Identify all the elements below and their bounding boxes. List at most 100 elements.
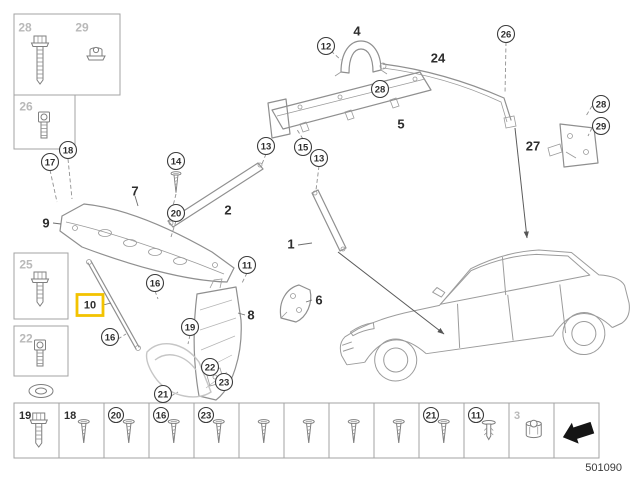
callout-29[interactable]: 29 xyxy=(591,116,611,136)
callout-11[interactable]: 11 xyxy=(237,255,257,275)
hardware-box-26 xyxy=(13,94,76,150)
callout-29: 29 xyxy=(75,21,89,35)
callout-4[interactable]: 4 xyxy=(353,24,361,39)
callout-16[interactable]: 16 xyxy=(100,327,120,347)
svg-text:27: 27 xyxy=(526,139,540,154)
svg-text:23: 23 xyxy=(219,378,230,389)
svg-text:20: 20 xyxy=(111,410,122,421)
svg-text:26: 26 xyxy=(19,100,33,114)
svg-text:25: 25 xyxy=(19,258,33,272)
hardware-box-25 xyxy=(13,252,69,320)
svg-text:3: 3 xyxy=(514,410,520,422)
callout-9[interactable]: 9 xyxy=(42,216,49,231)
callout-12[interactable]: 12 xyxy=(316,36,336,56)
direction-arrow-icon xyxy=(559,417,596,448)
svg-text:16: 16 xyxy=(105,333,116,344)
screw-icon xyxy=(257,419,270,444)
rivet-icon xyxy=(481,420,496,440)
strip-cell-direction-arrow xyxy=(553,403,596,458)
screw-14-icon xyxy=(170,171,182,194)
callout-24[interactable]: 24 xyxy=(431,51,446,66)
callout-28[interactable]: 28 xyxy=(370,79,390,99)
svg-text:23: 23 xyxy=(201,410,212,421)
callout-13[interactable]: 13 xyxy=(309,148,329,168)
washer-icon xyxy=(28,384,54,398)
callout-23[interactable]: 23 xyxy=(214,372,234,392)
callout-10[interactable]: 10 xyxy=(75,293,105,317)
svg-text:28: 28 xyxy=(375,85,386,96)
svg-text:22: 22 xyxy=(205,363,216,374)
svg-text:28: 28 xyxy=(18,21,32,35)
svg-text:13: 13 xyxy=(314,154,325,165)
svg-text:17: 17 xyxy=(45,158,56,169)
prop-rod-part10 xyxy=(86,259,141,351)
callout-27[interactable]: 27 xyxy=(526,139,540,154)
callout-13[interactable]: 13 xyxy=(256,136,276,156)
callout-17[interactable]: 17 xyxy=(40,152,60,172)
strip-cell-20[interactable]: 20 xyxy=(103,403,135,458)
screw-icon xyxy=(122,419,135,444)
callout-6[interactable]: 6 xyxy=(315,293,322,308)
bracket-part27 xyxy=(547,123,599,168)
svg-text:21: 21 xyxy=(158,390,169,401)
svg-text:26: 26 xyxy=(501,30,512,41)
strut-part1 xyxy=(311,189,347,252)
bottom-strip-frame xyxy=(13,402,600,459)
svg-text:18: 18 xyxy=(64,410,76,422)
svg-text:8: 8 xyxy=(247,308,254,323)
callout-20[interactable]: 20 xyxy=(166,203,186,223)
car-outline xyxy=(339,249,630,382)
bolt-26-icon xyxy=(38,111,50,139)
callout-18[interactable]: 18 xyxy=(58,140,78,160)
screw-icon xyxy=(392,419,405,444)
nut-29-icon xyxy=(86,46,106,61)
strip-cell-23[interactable]: 23 xyxy=(193,403,225,458)
callout-16[interactable]: 16 xyxy=(145,273,165,293)
bolt-22-icon xyxy=(34,339,46,367)
svg-text:5: 5 xyxy=(397,117,404,132)
strip-cell-21[interactable]: 21 xyxy=(418,403,450,458)
svg-text:22: 22 xyxy=(19,332,33,346)
strip-cell-3[interactable]: 3 xyxy=(508,403,542,458)
callout-26: 26 xyxy=(19,100,33,114)
strip-cell-18[interactable]: 18 xyxy=(58,403,90,458)
callout-28[interactable]: 28 xyxy=(591,94,611,114)
callout-22[interactable]: 22 xyxy=(200,357,220,377)
svg-text:16: 16 xyxy=(156,410,167,421)
callout-8[interactable]: 8 xyxy=(247,308,254,323)
svg-text:19: 19 xyxy=(185,323,196,334)
svg-text:6: 6 xyxy=(315,293,322,308)
callout-25: 25 xyxy=(19,258,33,272)
hexbolt-icon xyxy=(29,412,48,448)
strip-cell-screw xyxy=(238,403,270,458)
svg-text:7: 7 xyxy=(131,184,138,199)
bolt-25-icon xyxy=(31,271,49,307)
callout-21[interactable]: 21 xyxy=(153,384,173,404)
brace-rod-part24 xyxy=(379,62,517,129)
callout-7[interactable]: 7 xyxy=(131,184,138,199)
strip-cell-19[interactable]: 19 xyxy=(19,410,48,448)
callout-1[interactable]: 1 xyxy=(287,237,294,252)
callout-26[interactable]: 26 xyxy=(496,24,516,44)
callout-19[interactable]: 19 xyxy=(180,317,200,337)
callout-22: 22 xyxy=(19,332,33,346)
svg-text:1: 1 xyxy=(287,237,294,252)
strut-part2 xyxy=(167,162,264,228)
strip-cell-screw xyxy=(373,403,405,458)
arm-part19 xyxy=(145,343,212,398)
callout-5[interactable]: 5 xyxy=(397,117,404,132)
callout-14[interactable]: 14 xyxy=(166,151,186,171)
leader-lines xyxy=(49,41,593,397)
svg-text:4: 4 xyxy=(353,24,361,39)
svg-text:11: 11 xyxy=(242,261,253,272)
svg-text:10: 10 xyxy=(84,300,96,312)
strip-cell-11[interactable]: 11 xyxy=(463,403,496,458)
strip-cell-16[interactable]: 16 xyxy=(148,403,180,458)
bracket-part4 xyxy=(334,40,388,77)
callout-28: 28 xyxy=(18,21,32,35)
callout-15[interactable]: 15 xyxy=(293,137,313,157)
hardware-box-22 xyxy=(13,325,69,377)
callout-2[interactable]: 2 xyxy=(224,203,231,218)
